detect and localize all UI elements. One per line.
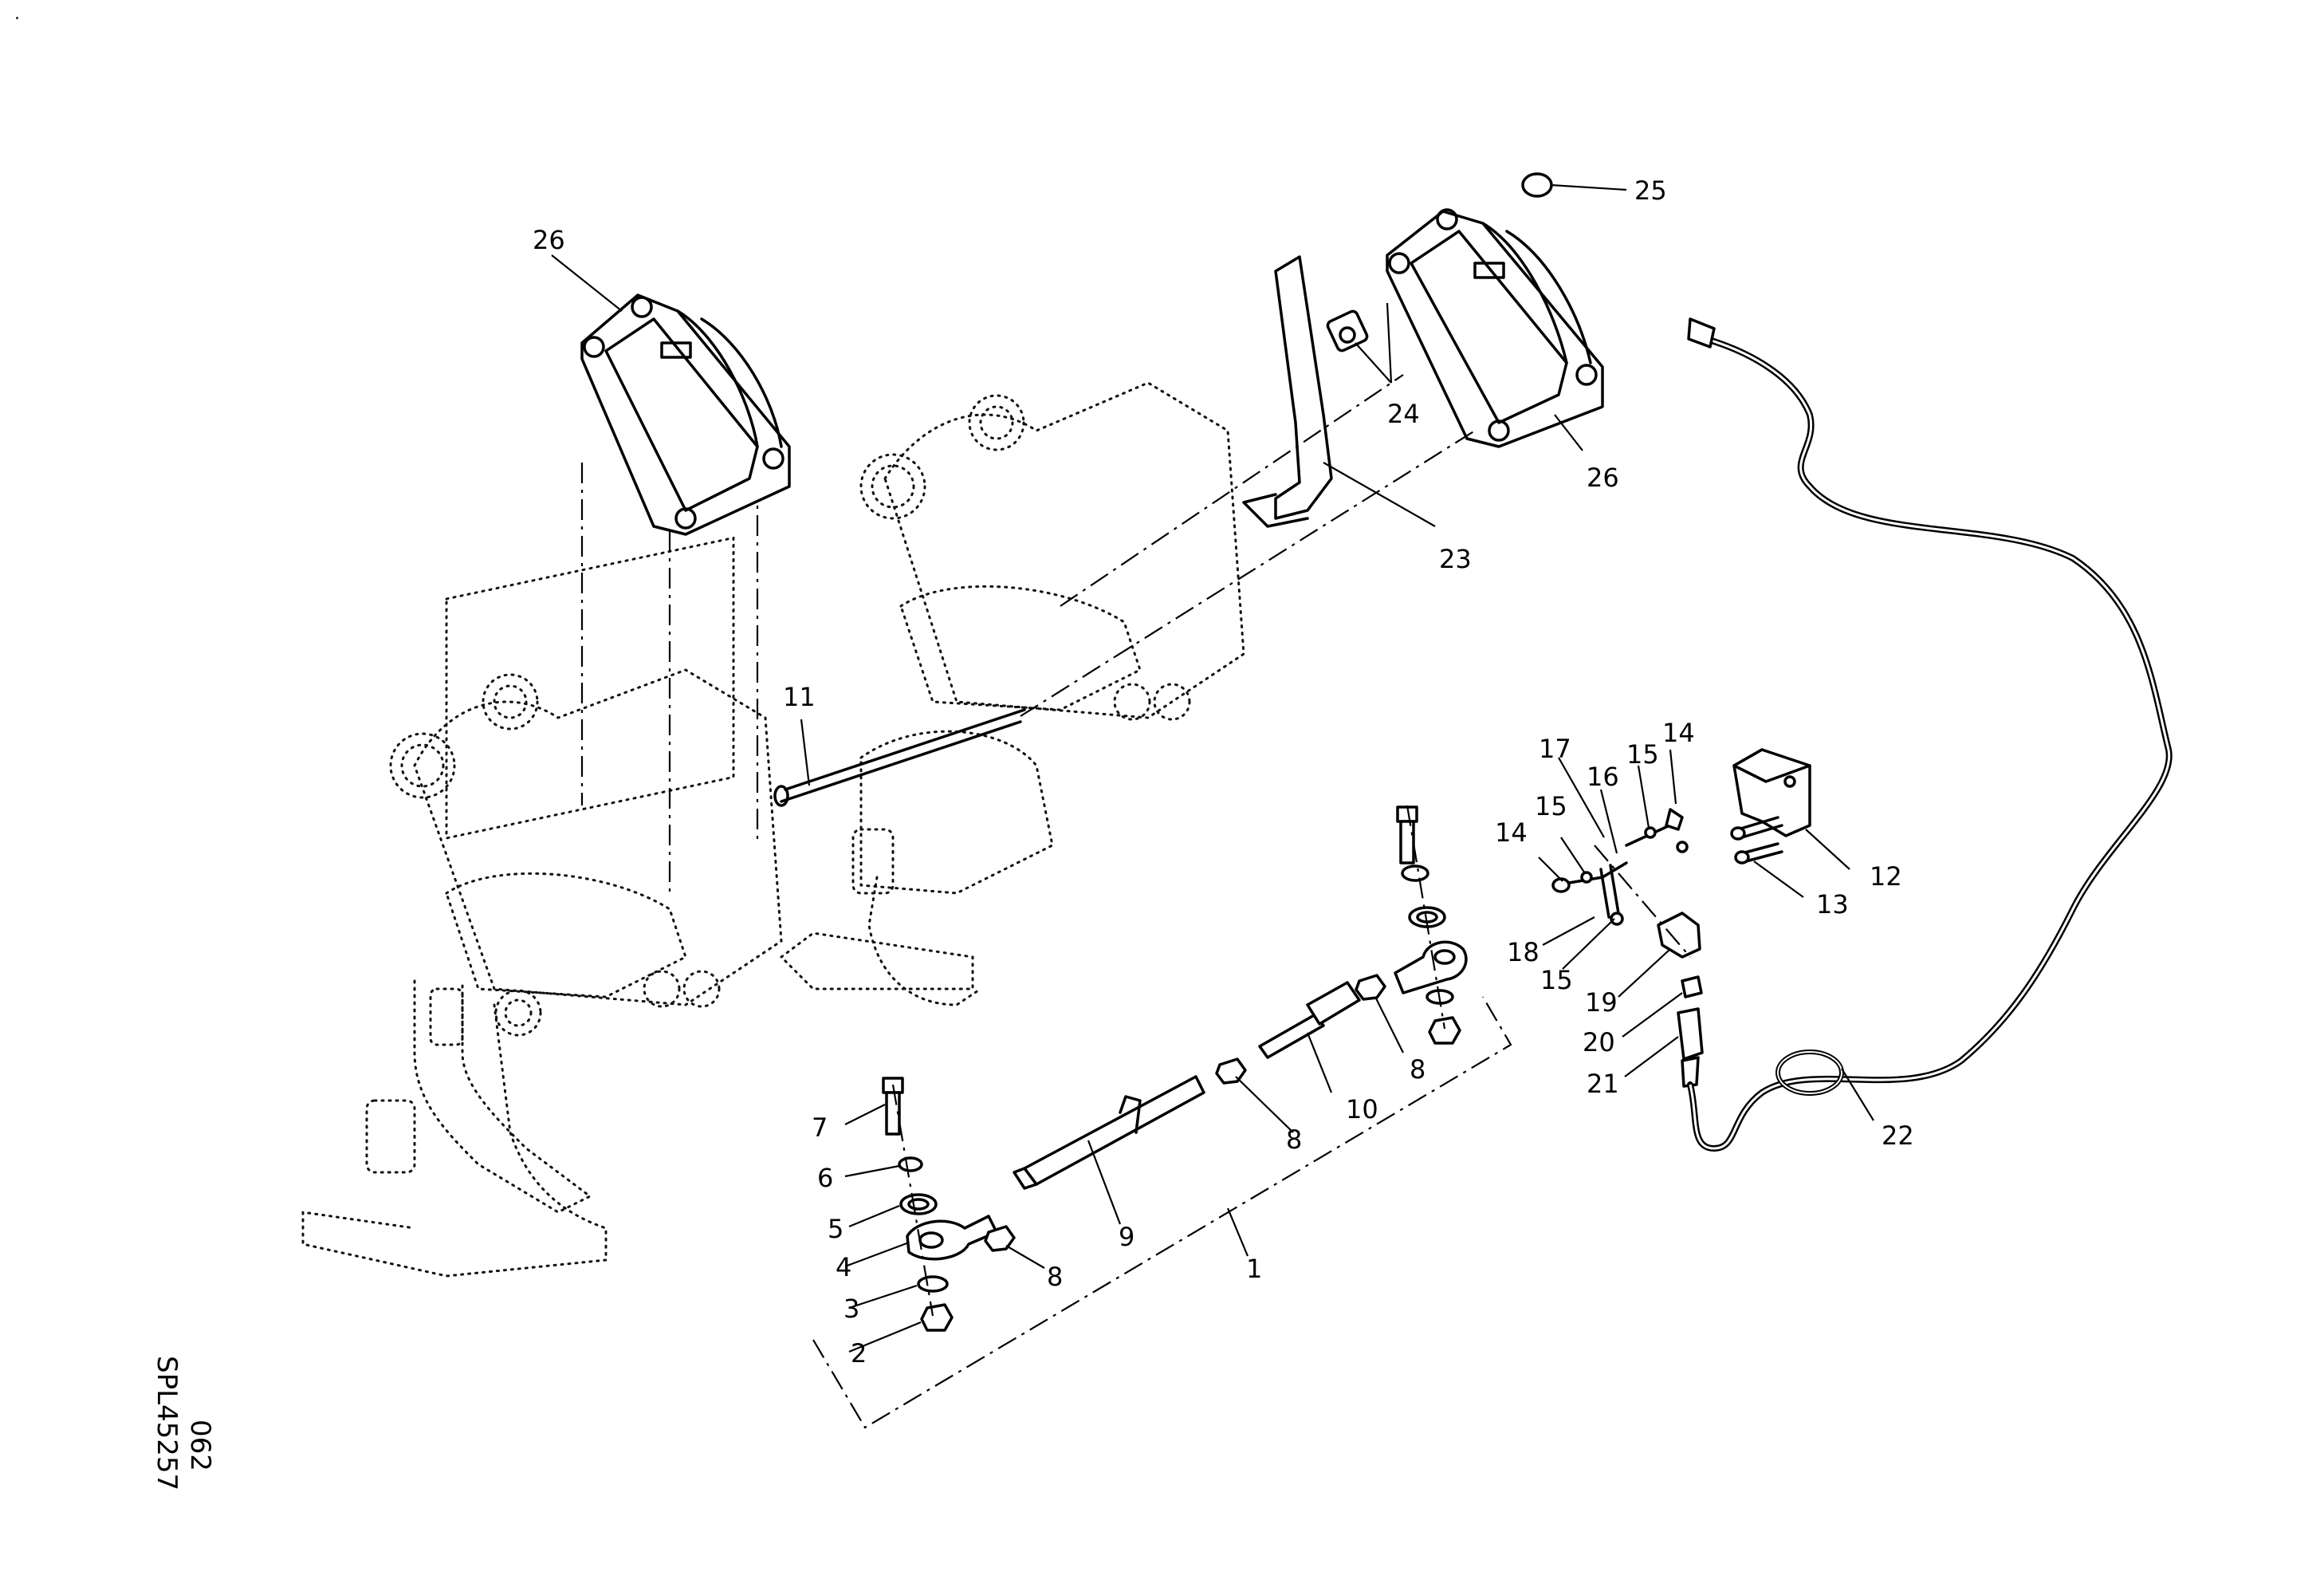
- callout-labels: 26 25 24 26 23 11 17 16 15 14 14 15 18 1…: [533, 175, 1914, 1369]
- ghost-pedal-assembly-rear: [779, 381, 1245, 1006]
- ghost-pedal-assembly-front: [301, 463, 783, 1278]
- callout-20: 20: [1583, 1027, 1615, 1057]
- callout-14-top: 14: [1662, 718, 1695, 748]
- drawing-code-1: 062: [184, 1420, 216, 1471]
- callout-15-mid: 15: [1535, 791, 1567, 821]
- drawing-code-2: SPL45257: [151, 1356, 183, 1491]
- callout-14-left: 14: [1495, 817, 1528, 848]
- callout-19: 19: [1585, 987, 1618, 1018]
- callout-1: 1: [1246, 1254, 1262, 1284]
- callout-8-middle: 8: [1286, 1124, 1302, 1155]
- leader-lines: [551, 183, 1874, 1353]
- callout-8-right: 8: [1410, 1054, 1425, 1085]
- callout-16: 16: [1587, 762, 1619, 792]
- callout-13: 13: [1816, 889, 1849, 920]
- callout-4: 4: [836, 1252, 851, 1282]
- callout-6: 6: [817, 1163, 833, 1193]
- drawing-reference: 062 SPL45257: [151, 1356, 216, 1491]
- callout-9: 9: [1119, 1222, 1134, 1252]
- bracket-26-right: [1386, 208, 1604, 448]
- callout-11: 11: [783, 682, 816, 712]
- callout-7: 7: [812, 1113, 828, 1143]
- mounting-bracket-12: [1730, 748, 1811, 864]
- callout-26-right: 26: [1587, 463, 1619, 493]
- callout-2: 2: [851, 1338, 867, 1369]
- corner-mark: .: [14, 4, 20, 24]
- knob-25: [1521, 172, 1553, 198]
- callout-10: 10: [1346, 1094, 1378, 1124]
- switch-group: [1551, 808, 1704, 1088]
- callout-15-bottom: 15: [1540, 965, 1573, 995]
- linkage-assembly-1: [812, 805, 1512, 1429]
- callout-25: 25: [1634, 175, 1667, 206]
- callout-21: 21: [1587, 1069, 1619, 1099]
- callout-18: 18: [1507, 937, 1540, 967]
- shaft-11: [773, 374, 1476, 807]
- pedal-lever-23: [1242, 255, 1333, 528]
- callout-15-top: 15: [1626, 739, 1659, 770]
- callout-12: 12: [1870, 861, 1902, 892]
- callout-3: 3: [843, 1294, 859, 1324]
- callout-23: 23: [1439, 544, 1472, 574]
- bush-24: [1326, 309, 1369, 352]
- bracket-26-left: [580, 293, 791, 536]
- callout-5: 5: [828, 1214, 843, 1244]
- callout-17: 17: [1539, 734, 1571, 764]
- callout-22: 22: [1882, 1120, 1914, 1151]
- callout-8-left: 8: [1047, 1262, 1063, 1292]
- callout-26-left: 26: [533, 225, 565, 255]
- cable-harness-22: [1687, 317, 2173, 1152]
- callout-24: 24: [1387, 399, 1420, 429]
